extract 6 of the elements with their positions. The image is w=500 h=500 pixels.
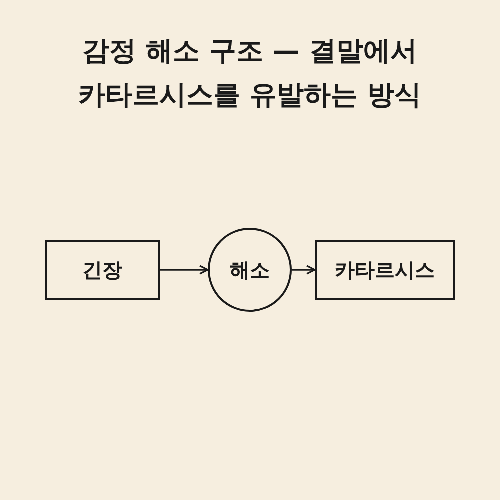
process-box: 카타르시스 [315, 240, 455, 300]
arrow [292, 265, 316, 275]
title: 감정 해소 구조 — 결말에서 카타르시스를 유발하는 방식 [78, 35, 422, 113]
process-circle: 해소 [208, 228, 292, 312]
process-box: 긴장 [45, 240, 160, 300]
arrow [160, 265, 209, 275]
